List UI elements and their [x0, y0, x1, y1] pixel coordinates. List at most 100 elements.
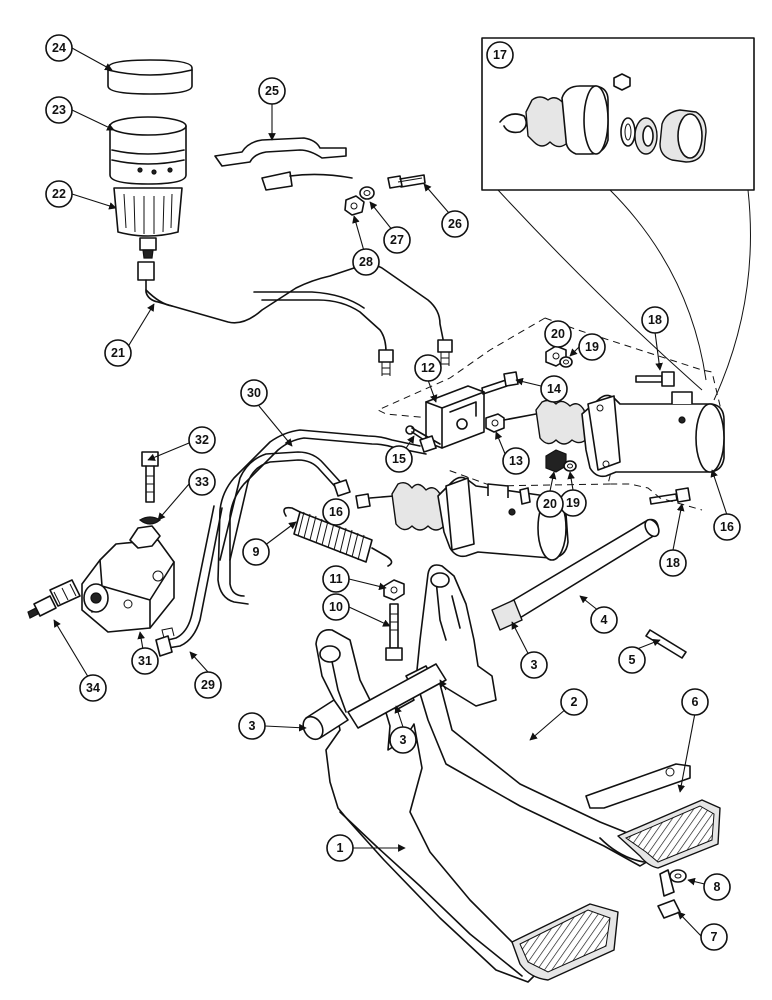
callout-label: 11 — [329, 572, 342, 586]
bracket-washer — [359, 186, 375, 200]
callout-22: 22 — [45, 180, 73, 208]
callout-label: 4 — [601, 613, 608, 627]
callout-label: 31 — [138, 654, 152, 668]
callout-16-upper: 16 — [713, 513, 741, 541]
callout-31: 31 — [131, 647, 159, 675]
callout-33: 33 — [188, 468, 216, 496]
callout-18-lower: 18 — [659, 549, 687, 577]
callout-label: 2 — [571, 695, 578, 709]
washer-upper — [559, 356, 573, 368]
washer-lower — [563, 460, 577, 472]
callout-label: 3 — [249, 719, 256, 733]
kit-small-nut — [613, 73, 631, 91]
shaft-key — [645, 629, 687, 659]
callout-label: 29 — [201, 678, 215, 692]
callout-9: 9 — [242, 538, 270, 566]
callout-14: 14 — [540, 375, 568, 403]
reservoir-cap — [107, 59, 193, 95]
bracket-nut — [344, 195, 365, 216]
callout-label: 34 — [86, 681, 100, 695]
callout-label: 14 — [547, 382, 561, 396]
pipe-lower — [155, 451, 351, 657]
callout-label: 18 — [648, 313, 662, 327]
callout-29: 29 — [194, 671, 222, 699]
callout-label: 15 — [392, 452, 406, 466]
callout-26: 26 — [441, 210, 469, 238]
callout-label: 7 — [711, 930, 718, 944]
callout-20-lower: 20 — [536, 490, 564, 518]
callout-25: 25 — [258, 77, 286, 105]
callout-34: 34 — [79, 674, 107, 702]
callout-15: 15 — [385, 445, 413, 473]
callout-19-upper: 19 — [578, 333, 606, 361]
callout-label: 22 — [52, 187, 66, 201]
valve-block — [81, 525, 175, 633]
reservoir-base — [113, 187, 183, 259]
callout-3-right: 3 — [520, 651, 548, 679]
master-cylinder-lower — [355, 476, 569, 561]
callout-label: 24 — [52, 41, 66, 55]
callout-12: 12 — [414, 354, 442, 382]
callout-label: 16 — [329, 505, 343, 519]
callout-label: 26 — [448, 217, 462, 231]
callout-label: 18 — [666, 556, 680, 570]
callout-3-middle: 3 — [389, 726, 417, 754]
callout-label: 19 — [566, 496, 580, 510]
callout-label: 12 — [421, 361, 435, 375]
callout-30: 30 — [240, 379, 268, 407]
callout-label: 19 — [585, 340, 599, 354]
clutch-pedal-front-pad — [511, 903, 619, 981]
callout-19-lower: 19 — [559, 489, 587, 517]
bracket-bolt — [387, 174, 426, 189]
pad-bolt — [657, 869, 681, 919]
pipe-upper — [217, 429, 437, 605]
callout-label: 28 — [359, 255, 373, 269]
pedal-pad-plate — [585, 763, 691, 809]
callout-5: 5 — [618, 646, 646, 674]
callout-label: 8 — [714, 880, 721, 894]
callout-28: 28 — [352, 248, 380, 276]
callout-13: 13 — [502, 447, 530, 475]
callout-8: 8 — [703, 873, 731, 901]
callout-2: 2 — [560, 688, 588, 716]
cross-shaft — [499, 518, 660, 625]
callout-label: 17 — [493, 48, 507, 62]
callout-6: 6 — [681, 688, 709, 716]
kit-cup — [634, 117, 658, 155]
callout-label: 9 — [253, 545, 260, 559]
callout-21: 21 — [104, 339, 132, 367]
master-cylinder-upper — [485, 391, 725, 478]
reservoir-body — [109, 116, 187, 185]
stop-bolt — [385, 603, 403, 661]
kit-circlip — [499, 113, 528, 134]
callout-label: 3 — [531, 658, 538, 672]
stop-nut — [383, 579, 405, 601]
clevis — [425, 385, 485, 449]
pipe-bracket — [214, 137, 353, 191]
callout-label: 21 — [111, 346, 125, 360]
callout-label: 5 — [629, 653, 636, 667]
callout-11: 11 — [322, 565, 350, 593]
callout-label: 13 — [509, 454, 523, 468]
callout-16-lower: 16 — [322, 498, 350, 526]
callout-label: 23 — [52, 103, 66, 117]
callout-1: 1 — [326, 834, 354, 862]
callout-23: 23 — [45, 96, 73, 124]
callout-3-left: 3 — [238, 712, 266, 740]
callout-label: 10 — [329, 600, 343, 614]
clevis-bolt — [481, 371, 519, 395]
callout-20-upper: 20 — [544, 320, 572, 348]
callout-label: 32 — [195, 433, 209, 447]
callout-label: 20 — [543, 497, 557, 511]
pad-washer — [669, 869, 687, 883]
nut-lower — [545, 449, 567, 473]
callout-label: 1 — [337, 841, 344, 855]
feed-pipe — [137, 261, 453, 376]
bush-left — [302, 699, 349, 741]
callout-label: 25 — [265, 84, 279, 98]
callout-label: 27 — [390, 233, 404, 247]
callout-label: 33 — [195, 475, 209, 489]
banjo-washer — [138, 516, 162, 525]
kit-outer-ring — [659, 109, 707, 163]
